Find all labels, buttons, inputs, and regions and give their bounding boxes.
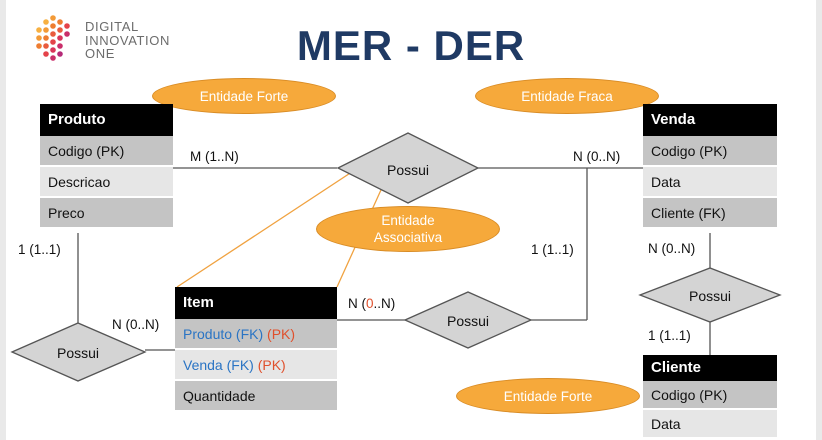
entity-cliente-name: Cliente: [643, 355, 777, 381]
cardinality-item-left: N (0..N): [112, 317, 160, 332]
right-edge-bar: [816, 0, 822, 440]
entity-item-attr-venda: Venda (FK) (PK): [175, 350, 337, 381]
annotation-entidade-fraca: Entidade Fraca: [475, 78, 659, 114]
diamond-venda-cliente: [638, 267, 782, 323]
cardinality-part: ..N): [373, 296, 396, 311]
cardinality-venda-down: 1 (1..1): [531, 242, 574, 257]
left-edge-bar: [0, 0, 6, 440]
relationship-label-top: Possui: [386, 162, 430, 178]
brand-line-2: INNOVATION: [85, 32, 170, 48]
cardinality-produto-top: M (1..N): [190, 149, 239, 164]
cardinality-item-right: N (0..N): [348, 296, 395, 311]
entity-produto-attr: Descricao: [40, 167, 173, 198]
cardinality-part: N (: [348, 296, 366, 311]
page-title: MER - DER: [296, 22, 526, 69]
annotation-entidade-forte-top: Entidade Forte: [152, 78, 336, 114]
brand-line-1: DIGITAL: [85, 19, 139, 34]
entity-venda-attr: Data: [643, 167, 777, 198]
pk-label: (PK): [257, 357, 286, 373]
entity-produto: Produto Codigo (PK) Descricao Preco: [40, 104, 173, 229]
annotation-entidade-forte-bottom: Entidade Forte: [456, 378, 640, 414]
entity-cliente-attr: Codigo (PK): [643, 381, 777, 410]
entity-cliente: Cliente Codigo (PK) Data: [643, 355, 777, 439]
relationship-label-item-venda: Possui: [446, 313, 490, 329]
entity-cliente-attr: Data: [643, 410, 777, 439]
relationship-label-venda-cliente: Possui: [688, 288, 732, 304]
entity-venda-name: Venda: [643, 104, 777, 136]
annotation-entidade-associativa: Entidade Associativa: [316, 206, 500, 252]
entity-item-attr: Quantidade: [175, 381, 337, 412]
diamond-item-venda: [403, 291, 533, 349]
cardinality-venda-top: N (0..N): [573, 149, 621, 164]
diamond-top: [336, 132, 480, 204]
relationship-label-produto-item: Possui: [56, 345, 100, 361]
entity-produto-attr: Codigo (PK): [40, 136, 173, 167]
entity-produto-name: Produto: [40, 104, 173, 136]
entity-item-name: Item: [175, 287, 337, 319]
annotation-associativa-line-1: Entidade: [381, 213, 435, 228]
brand-name: DIGITAL INNOVATION ONE: [85, 20, 195, 61]
pk-label: (PK): [267, 326, 296, 342]
entity-item-attr-produto: Produto (FK) (PK): [175, 319, 337, 350]
entity-venda-attr: Codigo (PK): [643, 136, 777, 167]
diamond-produto-item: [10, 322, 147, 382]
annotation-associativa-line-2: Associativa: [373, 230, 443, 245]
hexagon-dots-icon: [36, 15, 70, 61]
entity-venda: Venda Codigo (PK) Data Cliente (FK): [643, 104, 777, 229]
fk-label: Produto (FK): [183, 326, 264, 342]
cardinality-cliente-top: 1 (1..1): [648, 328, 691, 343]
cardinality-venda-cliente: N (0..N): [648, 241, 696, 256]
entity-produto-attr: Preco: [40, 198, 173, 229]
brand-logo: [36, 14, 186, 66]
cardinality-zero: 0: [366, 296, 374, 311]
cardinality-produto-bottom: 1 (1..1): [18, 242, 61, 257]
entity-item: Item Produto (FK) (PK) Venda (FK) (PK) Q…: [175, 287, 337, 412]
fk-label: Venda (FK): [183, 357, 254, 373]
entity-venda-attr: Cliente (FK): [643, 198, 777, 229]
brand-line-3: ONE: [85, 46, 115, 61]
